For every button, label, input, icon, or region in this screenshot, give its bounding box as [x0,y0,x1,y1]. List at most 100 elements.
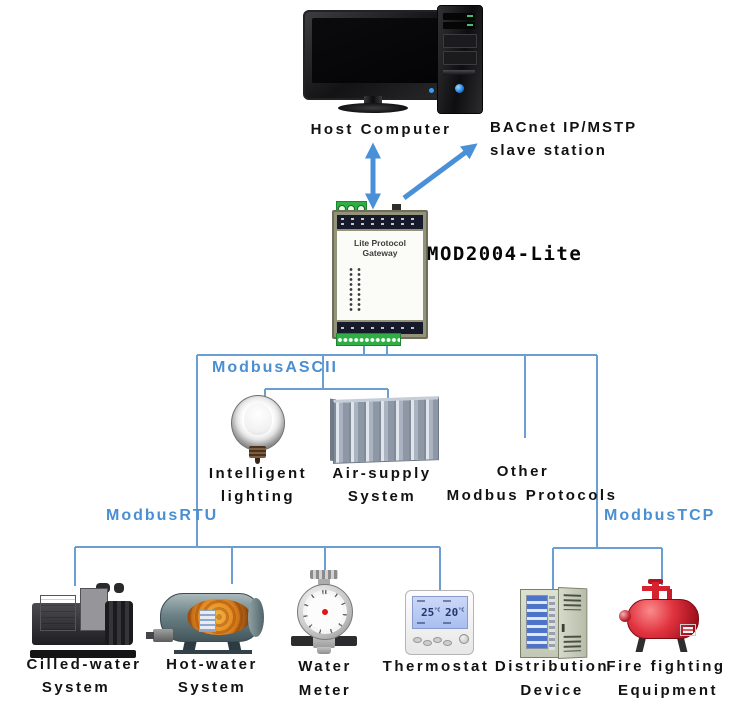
gateway-model-label: MOD2004-Lite [427,243,583,265]
meter-down-pipe [317,647,331,654]
water-meter-label-line1: Water [298,658,352,675]
monitor-power-led [429,88,434,93]
meter-red-dot [322,609,328,615]
cabinet-body [520,589,560,658]
door-vent [563,594,582,611]
bulb-screw-base [249,446,266,458]
tank-label-plate [680,624,696,636]
lcd-mark [417,622,425,624]
gateway-host-arrows [364,142,478,210]
hot-water-label-line1: Hot-water [166,656,258,673]
chiller-pipe [114,583,124,593]
intelligent-lighting-label-line1: Intelligent [208,465,308,482]
tower-slot [443,51,477,65]
monitor-screen [312,18,438,83]
gateway-led-strip [337,215,423,229]
meter-gauge [297,584,353,640]
boiler-shell [146,593,264,642]
monitor-base [338,103,408,113]
bulb-tip [255,458,260,464]
distribution-cabinet-icon [518,586,590,659]
tank-port [619,610,631,622]
protocol-label-modbus-ascii: ModbusASCII [212,359,338,376]
temp-unit: °C [434,607,441,614]
water-meter-icon [291,570,357,654]
air-handling-unit-icon [333,396,439,464]
gateway-dip-switches [347,267,362,311]
light-bulb-icon [231,395,285,451]
chilled-water-label-line2: System [41,679,111,696]
tank-riser-pipe [652,582,659,602]
air-supply-label-line1: Air-supply [332,465,432,482]
thermostat-button [413,637,422,643]
boiler-rail [174,650,252,654]
boiler-control-box [199,610,216,632]
thermostat-room-temp: 20°C [445,606,465,619]
thermostat-lcd: 25°C 20°C [412,596,468,629]
tower-bay [443,22,475,29]
other-modbus-label-line1: Other [496,463,550,480]
thermostat-power-button [459,634,469,644]
distribution-label-line1: Distribution [494,658,610,675]
lcd-mark [443,600,451,602]
meter-face-inner [307,594,343,630]
meter-crown [310,570,338,579]
door-vent [563,635,582,652]
host-computer-label: Host Computer [310,121,452,138]
tower-dvd-slot [443,70,475,75]
tank-valve [648,579,663,584]
chiller-base [30,650,136,658]
other-modbus-label-line2: Modbus Protocols [446,487,618,504]
boiler-nozzle [146,632,154,639]
fire-fighting-label-line2: Equipment [618,682,718,699]
tower-bay [443,13,475,20]
tank-riser-pipe [667,589,672,602]
boiler-icon [146,580,270,654]
meter-face [303,590,347,634]
monitor-stand [364,96,382,106]
thermostat-label: Thermostat [382,658,490,675]
distribution-label-line2: Device [520,682,584,699]
cabinet-modules [526,595,548,649]
host-computer-tower-icon [437,5,483,114]
gateway-port-strip [337,322,423,334]
tank-body [627,599,699,639]
fire-tank-icon [619,579,704,654]
chiller-panel [80,588,108,631]
tower-slot [443,34,477,48]
chiller-panel [40,595,76,631]
protocol-label-modbus-tcp: ModbusTCP [604,507,716,524]
thermostat-icon: 25°C 20°C [405,590,474,655]
thermostat-button [433,637,442,643]
meter-neck [318,579,330,585]
hot-water-label-line2: System [177,679,247,696]
bacnet-label-line2: slave station [490,142,607,159]
gateway-device: Lite Protocol Gateway [332,210,428,339]
thermostat-set-temp: 25°C [421,606,441,619]
protocol-label-modbus-rtu: ModbusRTU [106,507,219,524]
tower-power-button [455,84,464,93]
cabinet-door [558,587,588,659]
gateway-top-tab [392,204,401,211]
lcd-mark [443,622,451,624]
bacnet-label-line1: BACnet IP/MSTP [490,119,638,136]
fire-fighting-label-line1: Fire fighting [606,658,726,675]
arrow-diagonal-icon [402,143,478,201]
boiler-end-cap [248,598,264,637]
chilled-water-label-line1: Cilled-water [26,656,142,673]
thermostat-button [443,640,452,646]
chiller-coil [105,601,133,645]
cabinet-wiring-duct [549,596,555,650]
boiler-cutaway-flame [187,599,251,635]
gateway-faceplate: Lite Protocol Gateway [337,231,423,320]
host-computer-monitor-icon [303,10,447,100]
air-supply-label-line2: System [347,488,417,505]
temp-unit: °C [458,607,465,614]
door-handle [561,623,565,632]
thermostat-button [423,640,432,646]
gateway-bottom-terminal-block [336,333,401,346]
water-meter-label-line2: Meter [298,682,352,699]
gateway-face-label: Lite Protocol Gateway [354,238,406,258]
bulb-inner-glow [244,403,272,435]
